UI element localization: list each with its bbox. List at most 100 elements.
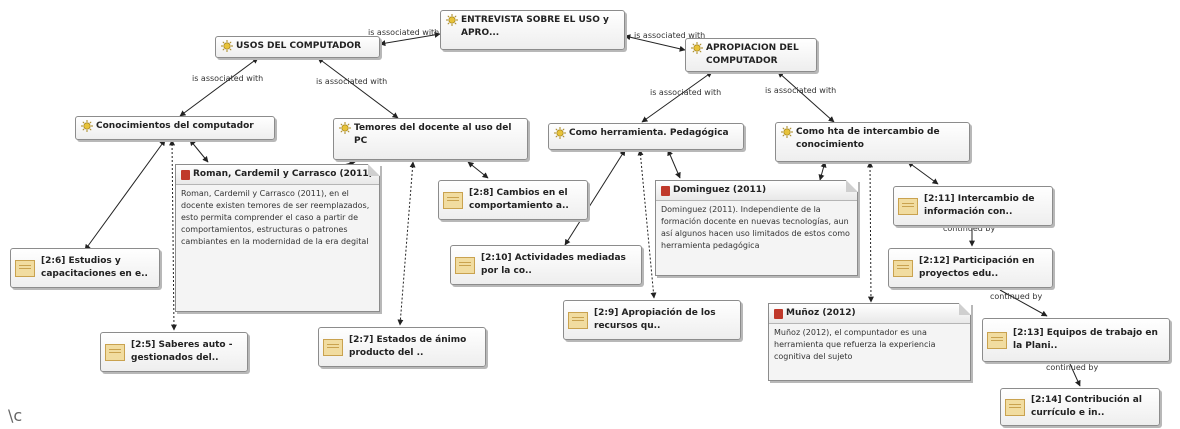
edge-entrevista-apropiacion [624, 34, 686, 52]
edge-herramienta-q29 [637, 149, 657, 299]
quotation-icon [323, 338, 343, 356]
quotation-icon [893, 259, 913, 277]
code-sun-icon [221, 40, 233, 52]
edge-label: is associated with [634, 31, 706, 40]
quotation-node-2-6[interactable]: [2:6] Estudios y capacitaciones en e.. [10, 248, 160, 288]
quotation-node-2-5[interactable]: [2:5] Saberes auto - gestionados del.. [100, 332, 248, 372]
quotation-icon [443, 191, 463, 209]
memo-header: Roman, Cardemil y Carrasco (2011) [176, 165, 379, 185]
edge-intercambio-q211 [907, 161, 939, 185]
memo-fold-corner [846, 180, 858, 192]
node-label: Como herramienta. Pedagógica [569, 128, 729, 138]
edge-herramienta-q210 [564, 149, 626, 246]
quotation-node-2-13[interactable]: [2:13] Equipos de trabajo en la Plani.. [982, 318, 1170, 362]
quotation-node-2-7[interactable]: [2:7] Estados de ánimo producto del .. [318, 327, 486, 367]
node-label: [2:9] Apropiación de los recursos qu.. [594, 308, 716, 331]
node-label: [2:14] Contribución al currículo e in.. [1031, 395, 1142, 418]
code-sun-icon [339, 122, 351, 134]
node-label: ENTREVISTA SOBRE EL USO y APRO... [461, 15, 609, 38]
edge-apropiacion-herramienta [641, 71, 713, 123]
memo-book-icon [774, 309, 783, 319]
memo-node-roman[interactable]: Roman, Cardemil y Carrasco (2011) Roman,… [175, 164, 380, 312]
code-node-entrevista[interactable]: ENTREVISTA SOBRE EL USO y APRO... [440, 10, 625, 50]
edge-usos-entrevista [379, 31, 441, 47]
code-node-conocimientos[interactable]: Conocimientos del computador [75, 116, 275, 140]
quotation-node-2-14[interactable]: [2:14] Contribución al currículo e in.. [1000, 388, 1160, 426]
memo-fold-corner [368, 164, 380, 176]
edge-label: is associated with [316, 77, 388, 86]
code-sun-icon [554, 127, 566, 139]
quotation-icon [15, 259, 35, 277]
edge-conocimientos-q26 [84, 139, 166, 251]
quotation-icon [898, 197, 918, 215]
edge-herramienta-dominguez [667, 149, 681, 179]
edge-label: continued by [1046, 363, 1099, 372]
edge-label: is associated with [192, 74, 264, 83]
code-node-apropiacion[interactable]: APROPIACION DEL COMPUTADOR [685, 38, 817, 72]
edge-label: is associated with [368, 28, 440, 37]
memo-node-munoz[interactable]: Muñoz (2012) Muñoz (2012), el compuntado… [768, 303, 971, 381]
corner-mark: \c [8, 406, 23, 425]
edge-conocimientos-roman [189, 139, 209, 163]
quotation-node-2-9[interactable]: [2:9] Apropiación de los recursos qu.. [563, 300, 741, 340]
node-label: [2:7] Estados de ánimo producto del .. [349, 335, 467, 358]
memo-body: Dominguez (2011). Independiente de la fo… [661, 205, 850, 250]
quotation-node-2-11[interactable]: [2:11] Intercambio de información con.. [893, 186, 1053, 226]
memo-title: Roman, Cardemil y Carrasco (2011) [193, 169, 373, 179]
quotation-icon [455, 256, 475, 274]
edge-label: continued by [990, 292, 1043, 301]
quotation-icon [1005, 398, 1025, 416]
node-label: Conocimientos del computador [96, 121, 254, 131]
code-sun-icon [781, 126, 793, 138]
node-label: USOS DEL COMPUTADOR [236, 41, 362, 51]
edge-usos-temores [317, 57, 399, 119]
code-node-temores[interactable]: Temores del docente al uso del PC [333, 118, 528, 160]
code-sun-icon [446, 14, 458, 26]
edge-usos-conocimientos [179, 57, 259, 117]
memo-body: Muñoz (2012), el compuntador es una herr… [774, 328, 936, 361]
memo-node-dominguez[interactable]: Dominguez (2011) Dominguez (2011). Indep… [655, 180, 858, 276]
memo-header: Muñoz (2012) [769, 304, 970, 324]
code-sun-icon [81, 120, 93, 132]
node-label: [2:8] Cambios en el comportamiento a.. [469, 188, 569, 211]
node-label: [2:11] Intercambio de información con.. [924, 194, 1035, 217]
quotation-node-2-8[interactable]: [2:8] Cambios en el comportamiento a.. [438, 180, 588, 220]
memo-book-icon [181, 170, 190, 180]
memo-fold-corner [959, 303, 971, 315]
node-label: [2:10] Actividades mediadas por la co.. [481, 253, 626, 276]
edge-intercambio-dominguez [818, 161, 827, 181]
code-node-usos[interactable]: USOS DEL COMPUTADOR [215, 36, 380, 58]
edge-conocimientos-q25 [169, 139, 177, 331]
node-label: Como hta de intercambio de conocimiento [796, 127, 940, 150]
edge-q212-q213 [999, 289, 1048, 317]
edge-label: continued by [943, 224, 996, 233]
node-label: [2:5] Saberes auto - gestionados del.. [131, 340, 233, 363]
node-label: Temores del docente al uso del PC [354, 123, 512, 146]
quotation-node-2-12[interactable]: [2:12] Participación en proyectos edu.. [888, 248, 1053, 288]
memo-book-icon [661, 186, 670, 196]
memo-body: Roman, Cardemil y Carrasco (2011), en el… [181, 189, 370, 246]
edge-intercambio-munoz [867, 161, 874, 303]
edge-label: is associated with [650, 88, 722, 97]
code-sun-icon [691, 42, 703, 54]
edge-label: is associated with [765, 86, 837, 95]
edge-q213-q214 [1069, 363, 1081, 387]
quotation-icon [568, 311, 588, 329]
node-label: APROPIACION DEL COMPUTADOR [706, 43, 799, 66]
node-label: [2:6] Estudios y capacitaciones en e.. [41, 256, 148, 279]
node-label: [2:13] Equipos de trabajo en la Plani.. [1013, 328, 1158, 351]
edge-temores-q27 [397, 161, 416, 326]
edge-apropiacion-intercambio [777, 71, 835, 123]
quotation-icon [987, 331, 1007, 349]
code-node-herramienta[interactable]: Como herramienta. Pedagógica [548, 123, 744, 150]
memo-header: Dominguez (2011) [656, 181, 857, 201]
memo-title: Muñoz (2012) [786, 308, 856, 318]
node-label: [2:12] Participación en proyectos edu.. [919, 256, 1035, 279]
code-node-intercambio[interactable]: Como hta de intercambio de conocimiento [775, 122, 970, 162]
memo-title: Dominguez (2011) [673, 185, 767, 195]
quotation-icon [105, 343, 125, 361]
quotation-node-2-10[interactable]: [2:10] Actividades mediadas por la co.. [450, 245, 642, 285]
edge-temores-q28 [467, 161, 489, 179]
